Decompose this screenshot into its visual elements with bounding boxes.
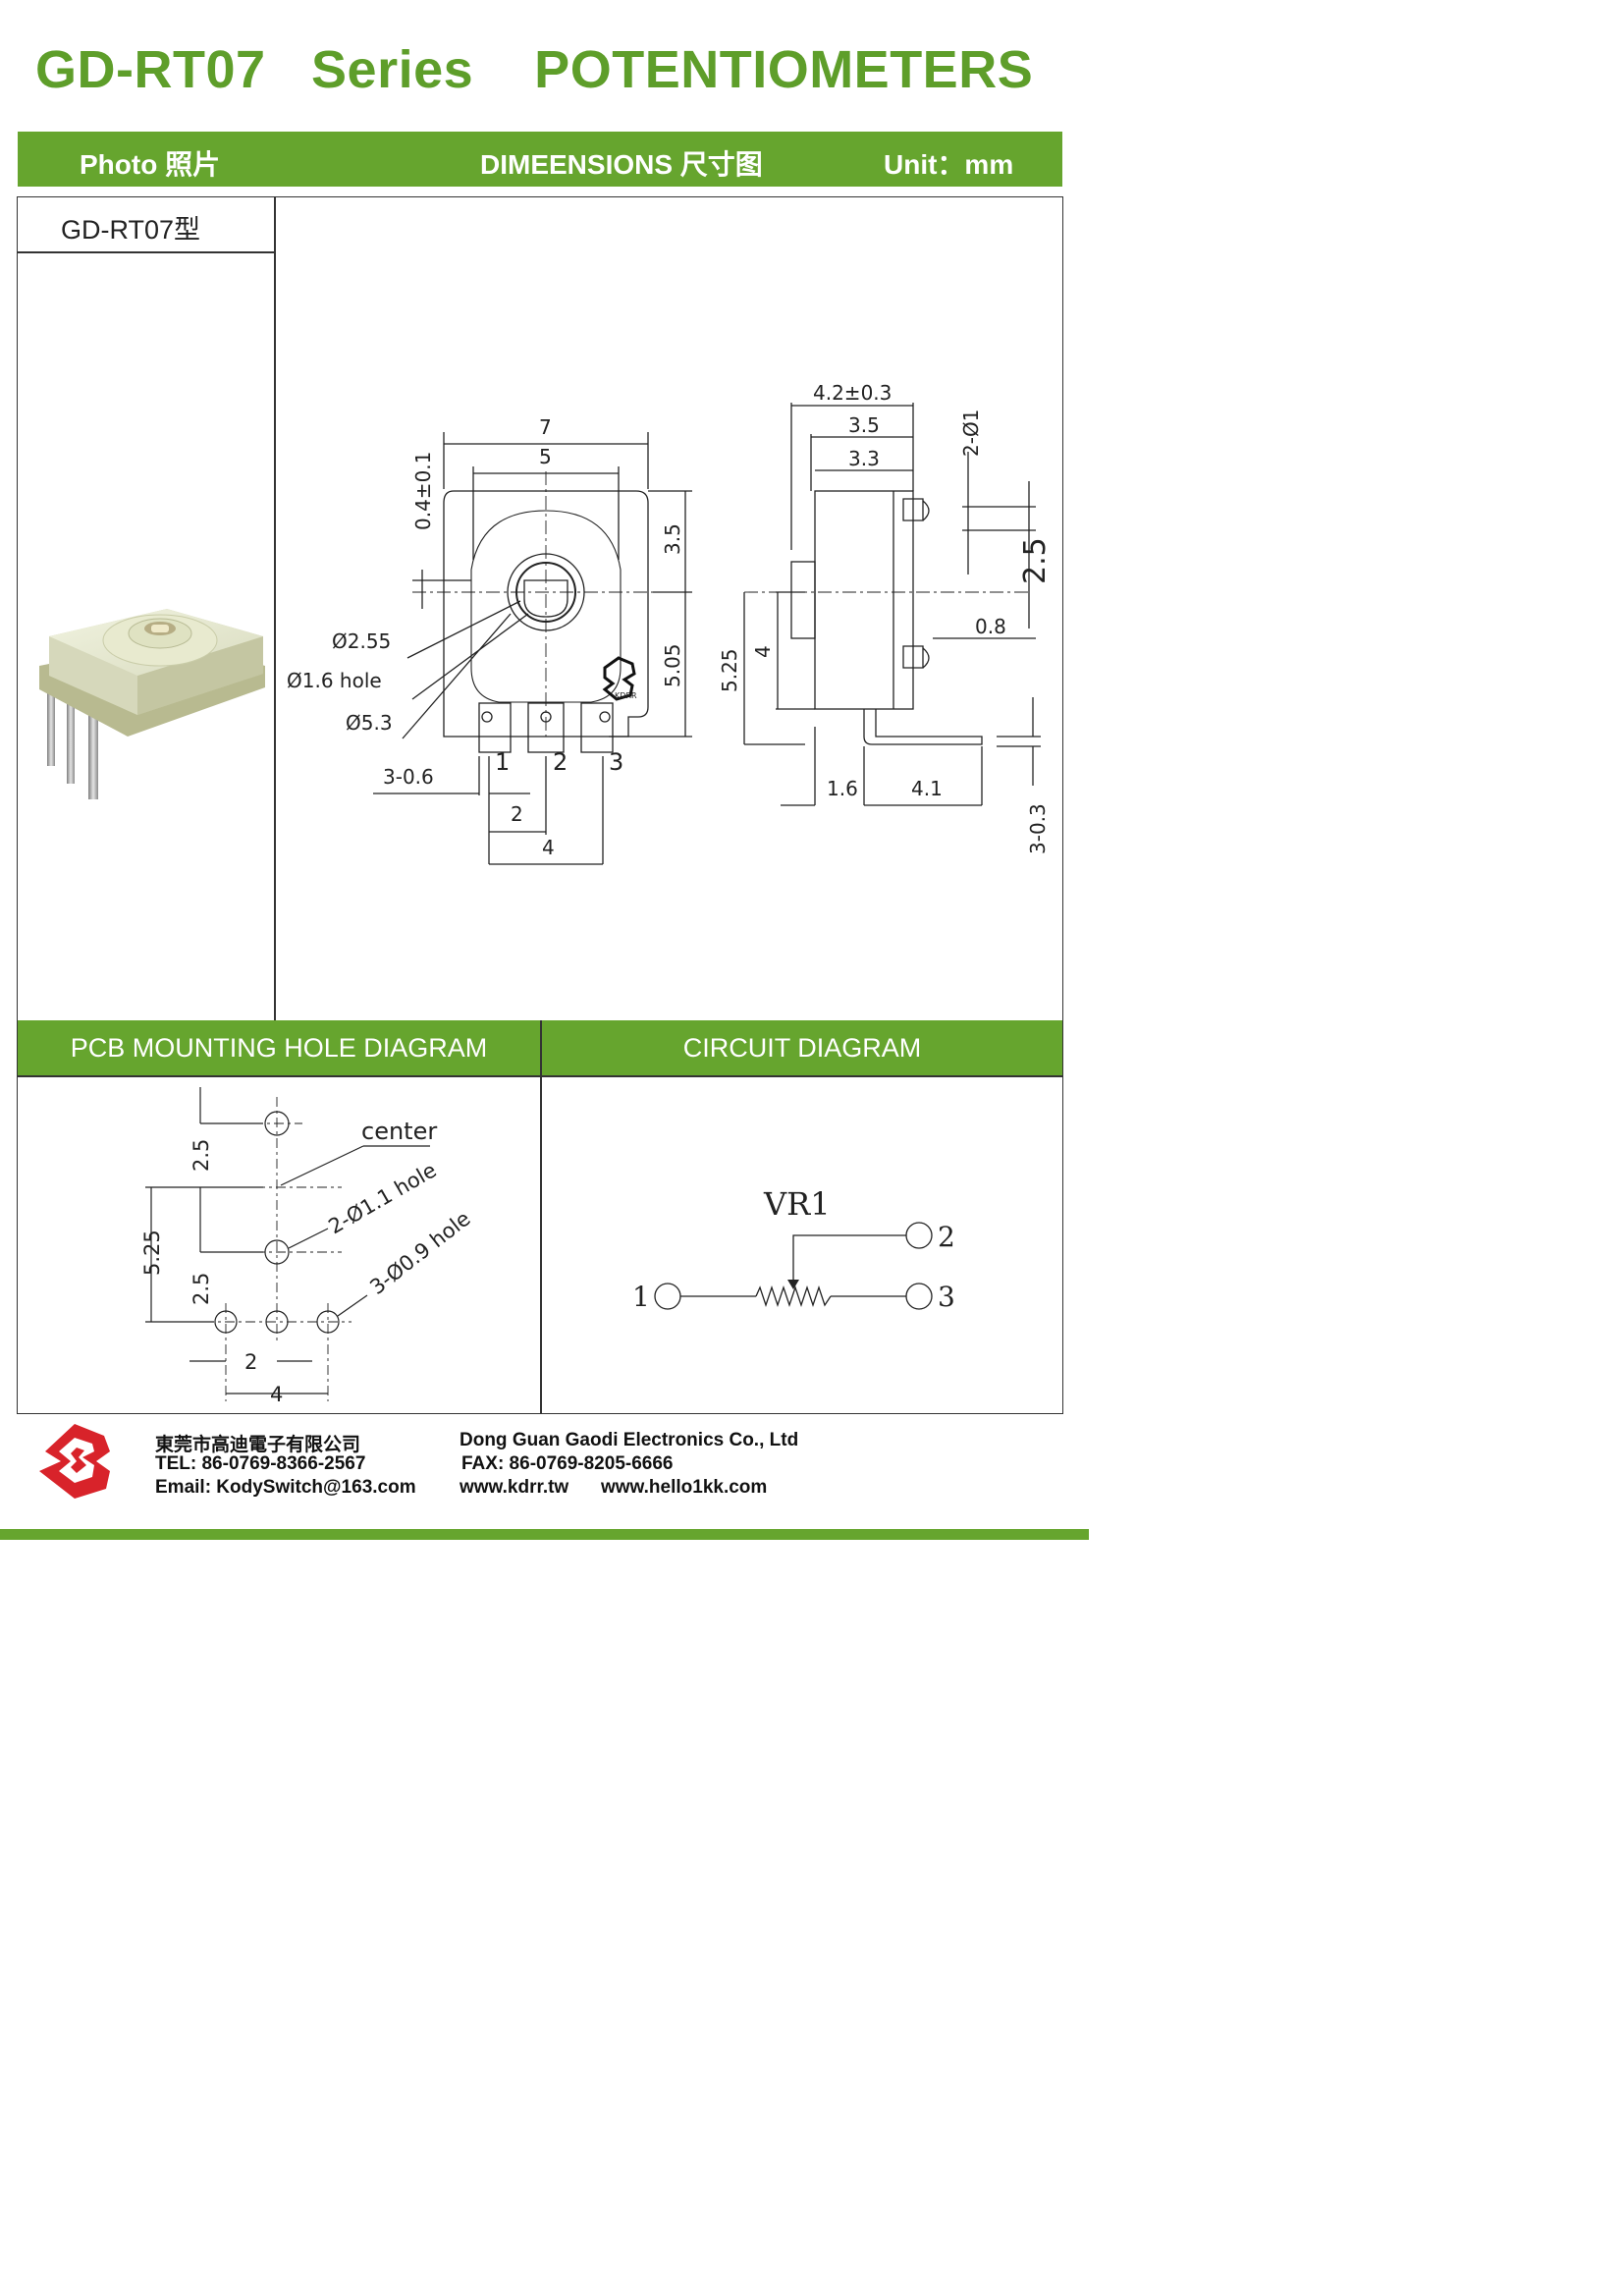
company-tel: TEL: 86-0769-8366-2567 — [155, 1453, 366, 1474]
company-name-en: Dong Guan Gaodi Electronics Co., Ltd — [460, 1430, 799, 1450]
pcb-hole-3-label: 3-Ø0.9 hole — [365, 1207, 474, 1299]
model-label: GD-RT07型 — [61, 215, 201, 245]
dim-offset-top: 0.4±0.1 — [411, 452, 435, 530]
bottom-bar — [0, 1529, 1089, 1540]
wiper-arrow-icon — [787, 1280, 799, 1289]
photo-label: Photo 照片 — [80, 149, 221, 180]
pcb-heading: PCB MOUNTING HOLE DIAGRAM — [18, 1020, 540, 1075]
dim-height-lower: 5.05 — [661, 643, 684, 687]
divider-photo — [274, 196, 276, 1021]
dim-depth-total: 4.2±0.3 — [813, 381, 892, 405]
product-photo — [39, 609, 265, 799]
dimensions-label: DIMEENSIONS 尺寸图 — [480, 149, 763, 180]
company-logo-icon — [39, 1424, 110, 1499]
dim-dia-hole: Ø1.6 hole — [287, 669, 382, 692]
divider-lower-top — [17, 1075, 1063, 1077]
company-email: Email: KodySwitch@163.com — [155, 1477, 416, 1498]
pin-2-label: 2 — [553, 748, 568, 776]
pin-1-label: 1 — [495, 748, 510, 776]
kdrr-logo-icon — [602, 656, 636, 701]
unit-label: Unit：mm — [884, 149, 1014, 180]
dim-pitch-2: 2 — [511, 802, 523, 826]
dim-depth-3-5: 3.5 — [848, 413, 880, 437]
circuit-diagram: VR1 1 2 3 — [632, 1185, 955, 1313]
dim-width-inner: 5 — [539, 445, 552, 468]
company-name-cn: 東莞市高迪電子有限公司 — [155, 1435, 361, 1455]
company-fax: FAX: 86-0769-8205-6666 — [461, 1453, 674, 1474]
company-web-1[interactable]: www.kdrr.tw — [460, 1477, 569, 1498]
section-header-band: Photo 照片 DIMEENSIONS 尺寸图 Unit：mm — [18, 132, 1062, 187]
dim-depth-3-3: 3.3 — [848, 447, 880, 470]
circuit-heading: CIRCUIT DIAGRAM — [542, 1020, 1062, 1075]
dim-lead-4-1: 4.1 — [911, 777, 943, 800]
dim-pin-len: 0.8 — [975, 615, 1006, 638]
page-title: GD-RT07 Series POTENTIOMETERS — [35, 40, 1034, 99]
pcb-dim-4: 4 — [270, 1383, 283, 1406]
front-body-outline — [443, 490, 649, 738]
circuit-pin-3: 3 — [938, 1281, 955, 1313]
dim-pitch-4: 4 — [542, 836, 555, 859]
dim-lead-thk: 3-0.3 — [1026, 803, 1050, 854]
divider-lower — [540, 1020, 542, 1414]
pin-3-label: 3 — [609, 748, 623, 776]
dim-height-5-25: 5.25 — [718, 648, 741, 692]
dim-pin-spacing: 2.5 — [1018, 537, 1053, 584]
circuit-ref: VR1 — [763, 1185, 831, 1223]
pcb-hole-2-label: 2-Ø1.1 hole — [325, 1158, 441, 1238]
dim-offset-1-6: 1.6 — [827, 777, 858, 800]
pcb-center-label: center — [361, 1118, 437, 1145]
dim-dia-2-55: Ø2.55 — [332, 629, 391, 653]
pcb-dim-2-5-top: 2.5 — [189, 1139, 213, 1172]
pcb-dim-5-25: 5.25 — [140, 1230, 164, 1276]
dim-pin-dia: 2-Ø1 — [959, 410, 983, 457]
dimension-drawing: KDRR 7 5 0.4±0.1 3.5 5.05 Ø2.55 Ø1.6 hol… — [287, 381, 1053, 865]
circuit-pin-2: 2 — [938, 1221, 955, 1253]
dim-dia-5-3: Ø5.3 — [346, 711, 393, 735]
dim-height-4: 4 — [751, 645, 775, 658]
divider-model — [17, 251, 274, 253]
circuit-pin-1: 1 — [632, 1281, 650, 1313]
pcb-hole-diagram: center 2-Ø1.1 hole 3-Ø0.9 hole 2.5 2.5 5… — [140, 1087, 475, 1406]
dim-height-upper: 3.5 — [661, 523, 684, 555]
dim-width-outer: 7 — [539, 415, 552, 439]
dim-pin-width: 3-0.6 — [383, 765, 434, 789]
pcb-dim-2-5-bottom: 2.5 — [189, 1273, 213, 1305]
company-web-2[interactable]: www.hello1kk.com — [601, 1477, 768, 1498]
pcb-dim-2: 2 — [244, 1350, 257, 1374]
logo-text: KDRR — [615, 691, 637, 700]
